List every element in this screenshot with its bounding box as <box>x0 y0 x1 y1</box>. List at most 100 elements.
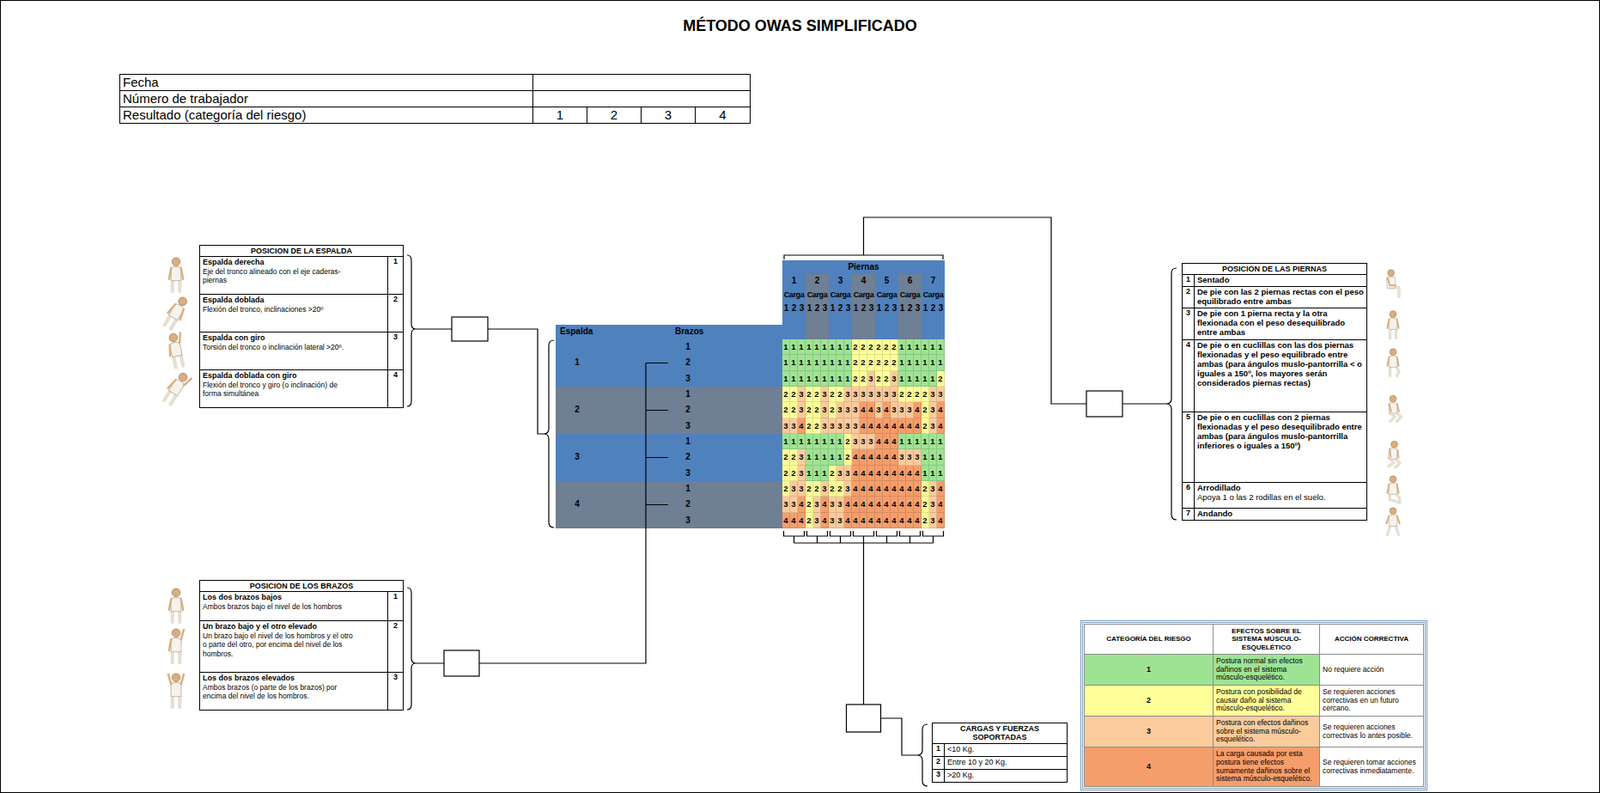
risk-value: 1 <box>929 433 937 449</box>
matrix-cell: 3 <box>821 480 829 497</box>
risk-value: 2 <box>921 418 929 433</box>
matrix-cell: 2 <box>921 512 930 529</box>
matrix-cell: 2 <box>875 371 883 387</box>
risk-value: 2 <box>851 339 859 354</box>
matrix-cell: 1 <box>790 433 798 450</box>
matrix-cell: 2 <box>805 480 814 497</box>
matrix-cell: 1 <box>929 465 937 481</box>
matrix-cell: 1 <box>929 339 937 355</box>
arm-number: 3 <box>681 515 694 526</box>
risk-value: 2 <box>875 371 883 386</box>
risk-value: 1 <box>828 449 836 464</box>
legend-effect: Postura normal sin efectos dañinos en el… <box>1216 657 1317 682</box>
matrix-cell: 2 <box>882 354 891 371</box>
matrix-cell: 1 <box>782 433 791 450</box>
matrix-cell: 2 <box>867 339 876 355</box>
matrix-cell: 2 <box>844 449 852 465</box>
matrix-cell: 2 <box>836 480 845 497</box>
risk-value: 4 <box>936 401 944 417</box>
matrix-cell: 1 <box>790 371 798 387</box>
legend-swatch: 1 <box>1083 653 1214 686</box>
risk-value: 4 <box>898 418 906 433</box>
row-title: Entre 10 y 20 Kg. <box>947 757 1065 767</box>
panel-row: 6ArrodilladoApoya 1 o las 2 rodillas en … <box>1182 481 1367 508</box>
risk-value: 3 <box>851 418 859 433</box>
table-cell: Resultado (categoría del riesgo) <box>119 106 534 124</box>
risk-value: 1 <box>906 371 913 386</box>
risk-value: 1 <box>813 371 821 386</box>
risk-value: 1 <box>782 433 790 449</box>
risk-value: 2 <box>906 386 913 402</box>
matrix-cell: 1 <box>898 371 907 387</box>
row-title: Arrodillado <box>1197 483 1364 493</box>
risk-value: 3 <box>797 480 805 496</box>
matrix-cell: 2 <box>828 386 837 402</box>
risk-value: 4 <box>936 512 944 528</box>
matrix-cell: 3 <box>782 418 791 434</box>
matrix-cell: 4 <box>867 465 876 481</box>
matrix-cell: 3 <box>882 386 891 402</box>
risk-value: 3 <box>821 418 828 433</box>
posture-panel: CARGAS Y FUERZAS SOPORTADAS1<10 Kg.2Entr… <box>931 722 1068 783</box>
matrix-cell: 2 <box>805 512 814 529</box>
matrix-cell: 4 <box>790 512 798 529</box>
leg-number: 4 <box>851 275 876 286</box>
risk-value: 4 <box>936 418 944 433</box>
risk-value: 4 <box>859 496 867 512</box>
risk-value: 4 <box>797 496 805 512</box>
load-number: 1 <box>805 303 814 314</box>
load-number: 2 <box>813 303 822 314</box>
matrix-cell: 1 <box>906 354 914 371</box>
matrix-cell: 4 <box>913 496 922 512</box>
risk-value: 4 <box>882 512 890 528</box>
load-number: 3 <box>936 303 945 314</box>
load-header: Carga <box>782 289 806 300</box>
row-title: Andando <box>1197 509 1364 519</box>
risk-value: 1 <box>936 433 944 449</box>
panel-row: Los dos brazos elevadosAmbos brazos (o p… <box>200 671 403 710</box>
empty-box <box>444 650 480 676</box>
risk-value: 2 <box>890 354 898 370</box>
risk-value: 4 <box>882 401 890 417</box>
legend-effect-cell: La carga causada por esta postura tiene … <box>1212 746 1321 787</box>
legend-action-cell: No requiere acción <box>1319 653 1424 686</box>
load-header: Carga <box>921 289 945 300</box>
risk-value: 4 <box>882 496 890 512</box>
bracket <box>543 340 554 528</box>
matrix-cell: 4 <box>821 512 829 529</box>
risk-value: 2 <box>898 386 906 402</box>
legend-effect: Postura con efectos dañinos sobre el sis… <box>1216 718 1317 744</box>
legend-action: Se requieren tomar acciones correctivas … <box>1322 758 1421 776</box>
matrix-header: Espalda <box>559 326 593 337</box>
empty-box <box>846 704 882 732</box>
matrix-cell: 2 <box>836 386 845 402</box>
panel-row: 1<10 Kg. <box>932 742 1067 756</box>
risk-value: 2 <box>882 371 890 386</box>
matrix-cell: 2 <box>813 386 822 402</box>
risk-value: 4 <box>882 449 890 464</box>
risk-value: 1 <box>921 449 929 464</box>
risk-value: 1 <box>929 465 937 481</box>
risk-value: 2 <box>921 480 929 496</box>
risk-value: 1 <box>936 354 944 370</box>
panel-row: Espalda derechaEje del tronco alineado c… <box>200 255 403 294</box>
matrix-cell: 1 <box>828 433 837 450</box>
risk-value: 4 <box>913 418 921 433</box>
matrix-cell: 1 <box>921 465 930 481</box>
matrix-cell: 2 <box>790 401 798 418</box>
panel-row: Espalda dobladaFlexión del tronco, incli… <box>200 293 403 332</box>
matrix-cell: 3 <box>929 512 937 529</box>
matrix-cell: 1 <box>836 354 845 371</box>
risk-value: 4 <box>882 433 890 449</box>
row-number: 4 <box>387 370 403 408</box>
matrix-cell: 4 <box>851 465 860 481</box>
matrix-cell: 2 <box>813 480 822 497</box>
matrix-cell: 2 <box>790 386 798 402</box>
risk-option: 3 <box>641 107 695 123</box>
risk-value: 1 <box>913 433 921 449</box>
matrix-cell: 3 <box>844 401 852 418</box>
matrix-cell: 4 <box>821 496 829 512</box>
matrix-cell: 1 <box>929 433 937 450</box>
risk-value: 1 <box>898 433 906 449</box>
risk-value: 3 <box>906 449 913 464</box>
